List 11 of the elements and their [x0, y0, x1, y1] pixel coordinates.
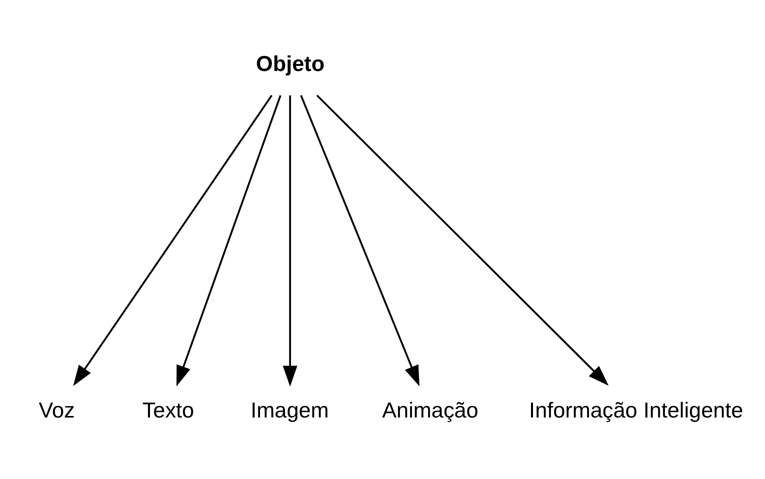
- arrow: [176, 95, 282, 386]
- node-text: Informação Inteligente: [529, 398, 744, 423]
- arrow: [300, 95, 420, 386]
- arrow: [73, 94, 273, 386]
- arrow: [282, 95, 298, 387]
- arrow: [316, 94, 609, 386]
- node-text: Voz: [38, 398, 75, 423]
- node-text: Animação: [382, 398, 478, 423]
- node-text: Texto: [142, 398, 194, 423]
- node-text: Imagem: [250, 398, 329, 423]
- node-text: Objeto: [256, 51, 325, 76]
